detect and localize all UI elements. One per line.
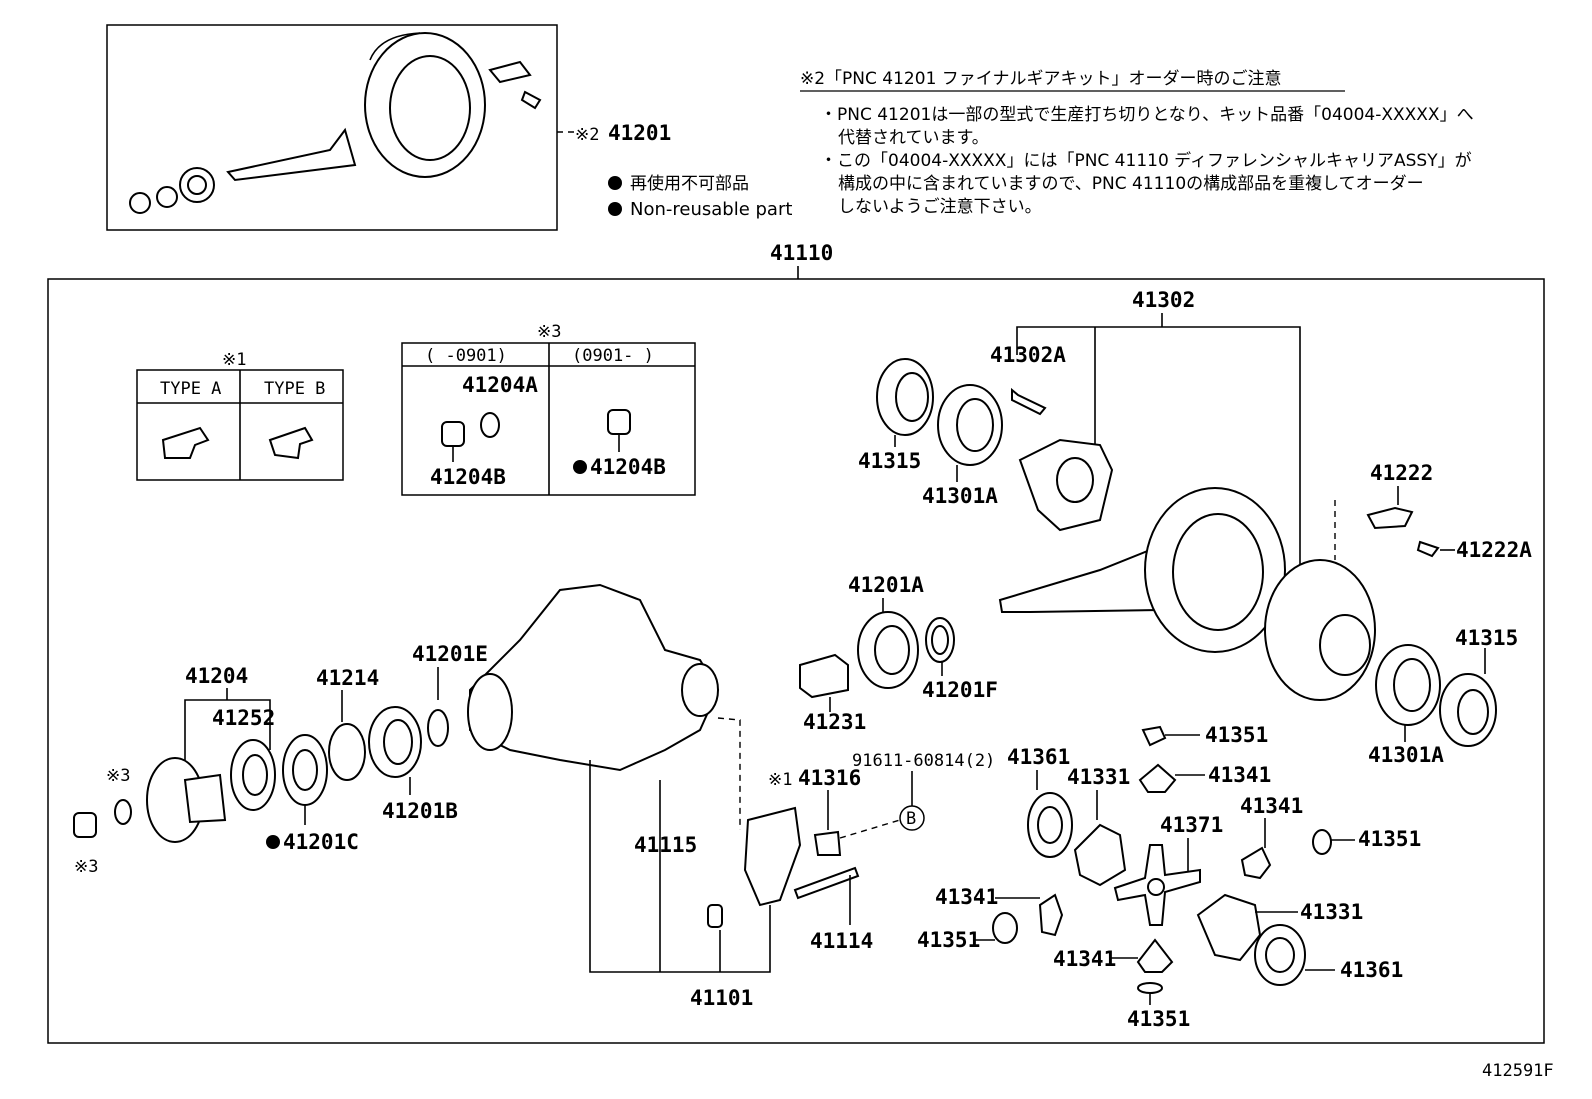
label-41351-b: 41351 (1358, 827, 1421, 851)
type-table-ref: ※1 (222, 350, 246, 370)
notice-line-2: 代替されています。 (838, 128, 989, 148)
label-41341-a: 41341 (1208, 763, 1271, 787)
kit-ref-mark: ※2 (575, 125, 599, 145)
carrier-housing: 41115 41101 41114 ※1 41316 91611-60814(2… (467, 583, 995, 1010)
ring-gear-pinion (998, 487, 1286, 653)
non-reusable-dot-icon (608, 176, 622, 190)
carrier-assembly-frame: 41110 (47, 241, 1545, 1044)
label-41222: 41222 (1370, 461, 1433, 485)
label-41101: 41101 (690, 986, 753, 1010)
label-41351-a: 41351 (1205, 723, 1268, 747)
label-41331-a: 41331 (1067, 765, 1130, 789)
b-callout-icon (899, 805, 925, 831)
label-41204A: 41204A (462, 373, 538, 397)
nut-table: ※3 ( -0901) (0901- ) 41204A 41204B 41204… (401, 322, 696, 496)
figure-id: 412591F (1482, 1061, 1554, 1081)
label-41201A: 41201A (848, 573, 924, 597)
legend-en: Non-reusable part (630, 199, 792, 220)
non-reusable-dot-icon (608, 202, 622, 216)
label-41302A: 41302A (990, 343, 1066, 367)
label-41315-right: 41315 (1455, 626, 1518, 650)
label-41201C: 41201C (283, 830, 359, 854)
kit-pinion-drawing (129, 127, 357, 214)
label-41341-d: 41341 (1053, 947, 1116, 971)
type-a-clip-drawing (161, 426, 210, 459)
order-notice: ※2「PNC 41201 ファイナルギアキット」オーダー時のご注意 ・PNC 4… (800, 69, 1474, 217)
notice-line-3: ・この「04004-XXXXX」には「PNC 41110 ディファレンシャルキャ… (820, 150, 1472, 171)
assembly-label: 41110 (770, 241, 833, 265)
ref3-bottom: ※3 (74, 857, 98, 877)
companion-flange-group: 41204 41252 ※3 ※3 41201C 41214 41201B 41… (73, 642, 488, 877)
notice-title: ※2「PNC 41201 ファイナルギアキット」オーダー時のご注意 (800, 69, 1281, 89)
final-gear-kit-box: ※2 41201 (106, 24, 671, 231)
label-41204B: 41204B (430, 465, 506, 489)
label-41361-b: 41361 (1340, 958, 1403, 982)
nut-col-1: ( -0901) (425, 346, 507, 366)
legend-jp: 再使用不可部品 (630, 173, 749, 194)
label-41204: 41204 (185, 664, 248, 688)
label-b-ref: B (906, 809, 916, 829)
type-table: ※1 TYPE A TYPE B (136, 350, 344, 481)
nut-table-ref: ※3 (537, 322, 561, 342)
case-group-41302: 41302 41302A 41315 41301A (858, 288, 1301, 570)
label-41341-c: 41341 (935, 885, 998, 909)
kit-ring-gear-drawing (364, 32, 486, 178)
label-41341-b: 41341 (1240, 794, 1303, 818)
nut-col-2: (0901- ) (572, 346, 654, 366)
label-41315-top: 41315 (858, 449, 921, 473)
kit-bracket-drawing (488, 60, 542, 110)
notice-line-1: ・PNC 41201は一部の型式で生産打ち切りとなり、キット品番「04004-X… (820, 105, 1474, 125)
label-41115: 41115 (634, 833, 697, 857)
diff-case-right: 41222 41222A 41301A 41315 (1264, 461, 1532, 767)
label-41252: 41252 (212, 706, 275, 730)
label-41351-d: 41351 (1127, 1007, 1190, 1031)
non-reusable-dot-icon (573, 460, 587, 474)
pinion-bearings: 41201A 41201F 41231 (799, 573, 998, 734)
notice-line-4: 構成の中に含まれていますので、PNC 41110の構成部品を重複してオーダー (838, 174, 1424, 194)
ref3-top: ※3 (106, 766, 130, 786)
label-41301A-right: 41301A (1368, 743, 1444, 767)
label-41201F: 41201F (922, 678, 998, 702)
label-41204B-nonreusable: 41204B (590, 455, 666, 479)
differential-gears: 41361 41331 41351 41341 41371 41341 4135… (917, 723, 1421, 1031)
label-41361-a: 41361 (1007, 745, 1070, 769)
notice-line-5: しないようご注意下さい。 (838, 197, 1042, 217)
label-41201E: 41201E (412, 642, 488, 666)
label-41201B: 41201B (382, 799, 458, 823)
label-41222A: 41222A (1456, 538, 1532, 562)
label-41351-c: 41351 (917, 928, 980, 952)
label-41371: 41371 (1160, 813, 1223, 837)
type-b-header: TYPE B (264, 379, 325, 399)
label-41302: 41302 (1132, 288, 1195, 312)
label-41316: 41316 (798, 766, 861, 790)
label-41316-mark: ※1 (768, 770, 792, 790)
type-b-clip-drawing (268, 426, 314, 460)
label-41114: 41114 (810, 929, 873, 953)
kit-part-number: 41201 (608, 121, 671, 145)
label-41214: 41214 (316, 666, 379, 690)
label-91611: 91611-60814(2) (852, 751, 995, 771)
label-41331-b: 41331 (1300, 900, 1363, 924)
non-reusable-dot-icon (266, 835, 280, 849)
label-41231: 41231 (803, 710, 866, 734)
type-a-header: TYPE A (160, 379, 221, 399)
label-41301A-top: 41301A (922, 484, 998, 508)
legend: 再使用不可部品 Non-reusable part (608, 173, 792, 220)
